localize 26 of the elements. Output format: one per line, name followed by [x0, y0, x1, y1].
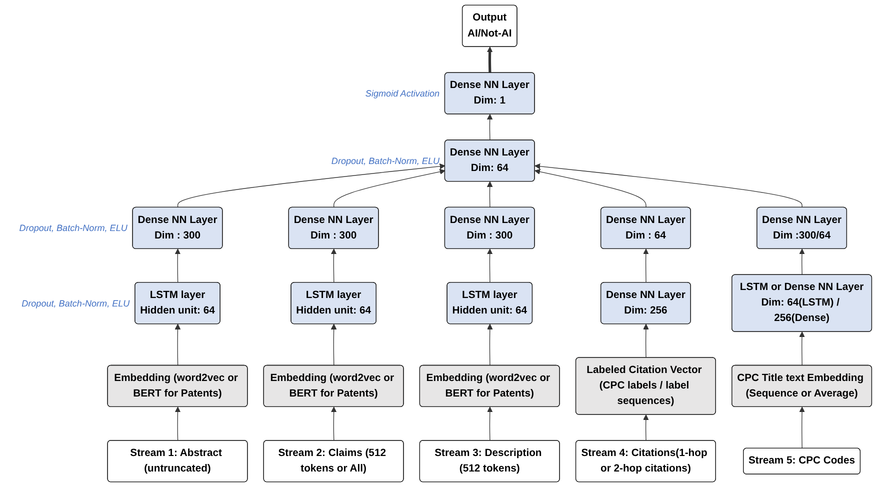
arrow [487, 324, 493, 366]
arrow [534, 164, 802, 208]
annotation-text: Dropout, Batch-Norm, ELU [22, 298, 130, 308]
arrow [330, 406, 337, 442]
arrow [177, 164, 446, 208]
arrow [643, 414, 649, 442]
arrow [487, 406, 493, 442]
annotation-text: Sigmoid Activation [365, 88, 440, 98]
arrow [799, 332, 805, 366]
arrow [174, 248, 181, 283]
arrow [334, 168, 446, 208]
arrow [174, 324, 181, 366]
arrow [643, 248, 649, 283]
arrow [330, 248, 337, 283]
arrow [643, 324, 649, 358]
arrow [486, 114, 493, 141]
arrow [330, 324, 337, 366]
annotation-text: Dropout, Batch-Norm, ELU [331, 156, 440, 166]
arrow [174, 406, 181, 442]
arrow [799, 406, 805, 449]
arrow [799, 248, 805, 276]
arrow [534, 168, 646, 208]
arrow [486, 181, 493, 208]
annotation-text: Dropout, Batch-Norm, ELU [19, 223, 128, 234]
arrow [486, 248, 493, 283]
arrow [486, 46, 493, 73]
